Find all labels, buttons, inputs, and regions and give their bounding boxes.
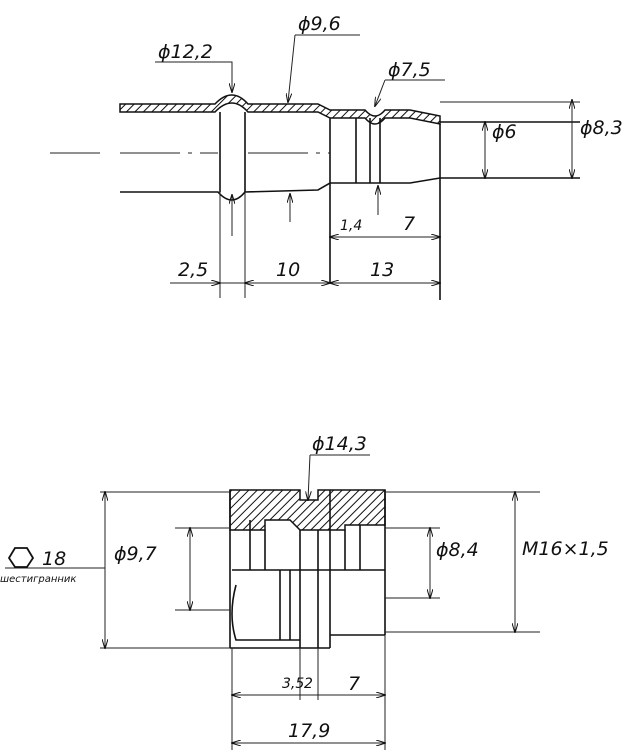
dim-d8-3: ϕ8,3 — [580, 117, 623, 139]
dim-hex-18: 18 — [42, 548, 66, 570]
dim-d9-6: ϕ9,6 — [298, 13, 341, 35]
nut-wall-hatched — [229, 489, 386, 531]
tube-fitting-section — [50, 34, 580, 300]
nut-section — [5, 454, 540, 750]
dim-d8-4: ϕ8,4 — [436, 539, 479, 561]
dim-d7-5: ϕ7,5 — [388, 59, 431, 81]
dim-13: 13 — [370, 259, 394, 281]
dim-3-5: 3,5 — [282, 676, 304, 692]
dim-d6: ϕ6 — [492, 121, 517, 143]
hex-note: шестигранник — [0, 574, 76, 585]
tube-wall-hatched — [119, 94, 441, 125]
dim-d14-3: ϕ14,3 — [312, 433, 367, 455]
dim-7-bottom: 7 — [348, 673, 360, 695]
dim-7-top: 7 — [403, 213, 415, 235]
dim-d12-2: ϕ12,2 — [158, 41, 213, 63]
hexagon-icon — [7, 547, 35, 568]
dim-17-9: 17,9 — [288, 720, 330, 742]
dim-1-4: 1,4 — [340, 218, 362, 234]
dim-2-5: 2,5 — [178, 259, 208, 281]
dim-10: 10 — [276, 259, 300, 281]
dim-thread: M16×1,5 — [522, 538, 609, 560]
dim-2: 2 — [304, 676, 313, 692]
dim-d9-7: ϕ9,7 — [114, 543, 157, 565]
